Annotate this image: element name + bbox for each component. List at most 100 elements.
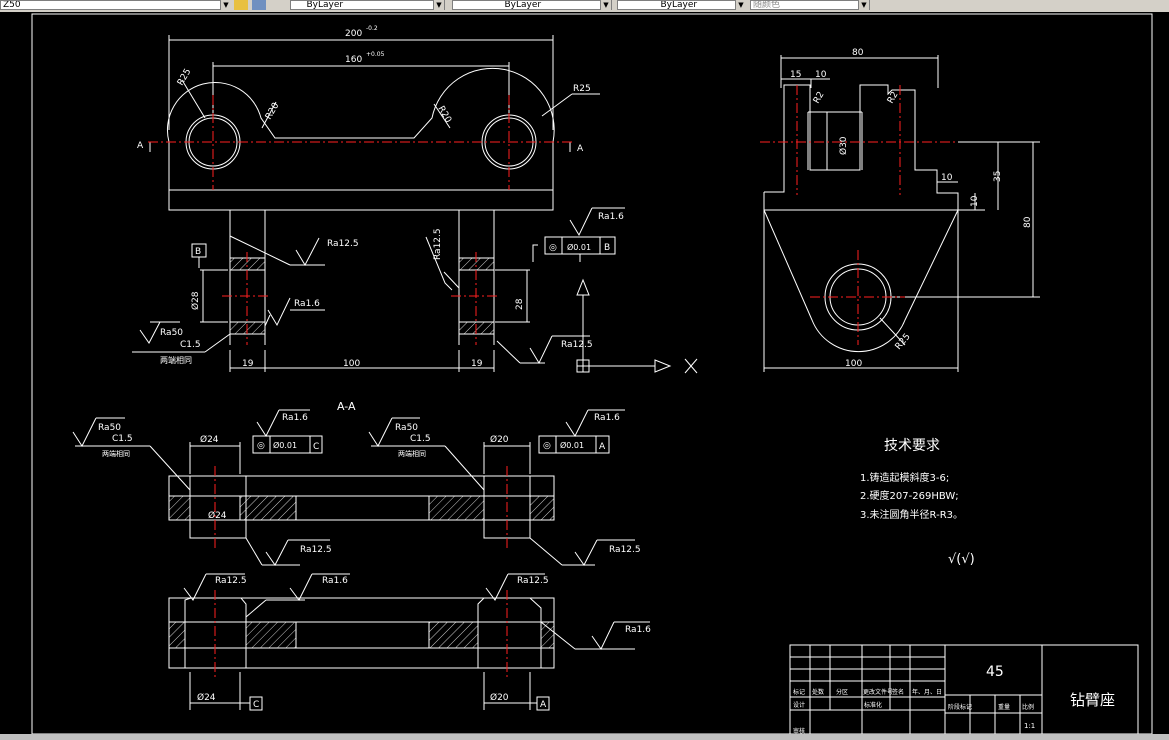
lineweight-dropdown[interactable]: ByLayer <box>617 0 745 10</box>
sec-dia24-top: Ø24 <box>200 434 219 445</box>
dim-200-text: 200 <box>345 29 362 39</box>
sec-ra50-left: Ra50 <box>98 423 121 433</box>
general-roughness: √(√) <box>948 552 975 567</box>
sec-tol-a: Ø0.01 <box>560 440 584 450</box>
sec-ra16-3: Ra1.6 <box>322 576 348 586</box>
sec-dia20-bot: Ø20 <box>490 692 509 703</box>
hdr-ratio: 比例 <box>1022 703 1034 711</box>
dim-100-label: 100 <box>343 359 360 369</box>
chevron-down-icon[interactable]: ▼ <box>220 0 231 10</box>
ra12-5-vertical: Ra12.5 <box>433 228 443 260</box>
hdr-stage: 阶段标记 <box>948 703 972 711</box>
sec-ra125-2: Ra12.5 <box>609 545 641 555</box>
chevron-down-icon[interactable]: ▼ <box>858 0 869 10</box>
linetype-dropdown[interactable]: ByLayer <box>452 0 612 10</box>
technical-requirements: 技术要求 1.铸造起模斜度3-6; 2.硬度207-269HBW; 3.未注圆角… <box>860 438 975 567</box>
side-dim-10a: 10 <box>815 70 827 80</box>
part-name: 钻臂座 <box>1070 691 1115 709</box>
sec-both-left: 两端相同 <box>102 449 130 458</box>
command-line[interactable] <box>0 734 1169 740</box>
layer-manager-icon[interactable] <box>252 0 266 10</box>
dim-160-tol: +0.05 <box>366 51 385 58</box>
cad-drawing[interactable]: 200 -0.2 160 +0.05 R25 R20 R20 R25 A A <box>0 12 1169 736</box>
ra1-6-label-b: Ra1.6 <box>598 212 624 222</box>
sec-ra50-right: Ra50 <box>395 423 418 433</box>
side-dim-10c: 10 <box>970 195 980 207</box>
hdr-count: 处数 <box>812 688 824 696</box>
ra50-label: Ra50 <box>160 328 183 338</box>
chevron-down-icon[interactable]: ▼ <box>433 0 444 10</box>
concentricity-icon: ◎ <box>549 243 557 253</box>
material-label: 45 <box>986 664 1004 680</box>
concentricity-ref: B <box>604 243 610 253</box>
chevron-down-icon[interactable]: ▼ <box>600 0 611 10</box>
both-ends-label: 两端相同 <box>160 355 192 365</box>
sec-ref-c: C <box>313 442 319 452</box>
ra12-5-label-b: Ra12.5 <box>561 340 593 350</box>
hdr-zone: 分区 <box>836 688 848 696</box>
datum-b-label: B <box>195 247 201 257</box>
front-view <box>149 35 600 211</box>
hdr-design: 设计 <box>793 701 805 709</box>
drawing-canvas[interactable]: 200 -0.2 160 +0.05 R25 R20 R20 R25 A A <box>0 12 1169 736</box>
color-dropdown[interactable]: ByLayer <box>290 0 445 10</box>
sec-ra16-right: Ra1.6 <box>594 413 620 423</box>
dim-160-text: 160 <box>345 55 362 65</box>
hdr-mark: 标记 <box>793 688 805 696</box>
side-dim-10b: 10 <box>941 173 953 183</box>
c1-5-label: C1.5 <box>180 340 201 350</box>
concentricity-icon: ◎ <box>543 441 551 451</box>
r20-left-label: R20 <box>264 101 282 122</box>
sec-c15-right: C1.5 <box>410 434 431 444</box>
section-view <box>72 409 650 711</box>
r20-right-label: R20 <box>435 105 453 126</box>
sec-ra16-left: Ra1.6 <box>282 413 308 423</box>
section-mark-left: A <box>137 141 144 151</box>
plotstyle-dropdown[interactable]: 随颜色 <box>750 0 870 10</box>
hdr-std: 标准化 <box>864 701 882 709</box>
side-dim-80v: 80 <box>1023 216 1033 228</box>
hdr-date: 年、月、日 <box>912 688 942 696</box>
front-centerlines <box>148 95 575 190</box>
sec-ref-a2: A <box>540 700 547 710</box>
concentricity-tol: Ø0.01 <box>567 242 591 252</box>
sec-dia24-mid: Ø24 <box>208 510 227 521</box>
ra12-5-label-a: Ra12.5 <box>327 239 359 249</box>
title-block <box>789 644 1139 735</box>
sec-c15-left: C1.5 <box>112 434 133 444</box>
r25-left-label: R25 <box>176 67 194 87</box>
scale-value: 1:1 <box>1024 722 1035 730</box>
dia28-label: Ø28 <box>190 291 201 310</box>
sec-tol-c: Ø0.01 <box>273 440 297 450</box>
section-mark-right: A <box>577 144 584 154</box>
lower-front-view <box>132 207 698 374</box>
hdr-doc: 更改文件号 <box>863 688 893 696</box>
dim-200-tol: -0.2 <box>366 25 378 32</box>
tech-line-2: 2.硬度207-269HBW; <box>860 489 959 502</box>
side-r2-left: R2 <box>812 90 827 105</box>
section-title: A-A <box>337 400 356 413</box>
r25-right-label: R25 <box>573 84 591 94</box>
sec-ref-a: A <box>599 442 606 452</box>
chevron-down-icon[interactable]: ▼ <box>735 0 746 10</box>
sec-both-right: 两端相同 <box>398 449 426 458</box>
sec-dia20-top: Ø20 <box>490 434 509 445</box>
sec-ra125-4: Ra12.5 <box>517 576 549 586</box>
ra1-6-label-a: Ra1.6 <box>294 299 320 309</box>
layer-state-icon[interactable] <box>234 0 248 10</box>
sec-ref-c2: C <box>253 700 259 710</box>
concentricity-icon: ◎ <box>257 441 265 451</box>
tech-line-3: 3.未注圆角半径R-R3。 <box>860 508 963 521</box>
sec-ra125-3: Ra12.5 <box>215 576 247 586</box>
tech-line-1: 1.铸造起模斜度3-6; <box>860 471 949 484</box>
dim-19-right: 19 <box>471 359 483 369</box>
side-view <box>763 55 1040 372</box>
side-dim-80: 80 <box>852 48 864 58</box>
properties-toolbar: Z50 ▼ ByLayer ▼ ByLayer ▼ ByLayer ▼ 随颜色 … <box>0 0 1169 13</box>
dim-28-label: 28 <box>515 298 525 310</box>
sec-ra16-4: Ra1.6 <box>625 625 651 635</box>
tech-title: 技术要求 <box>884 438 940 454</box>
side-dim-phi30: Ø30 <box>838 136 849 155</box>
hdr-weight: 重量 <box>998 703 1010 711</box>
layer-dropdown[interactable]: Z50 <box>0 0 230 10</box>
